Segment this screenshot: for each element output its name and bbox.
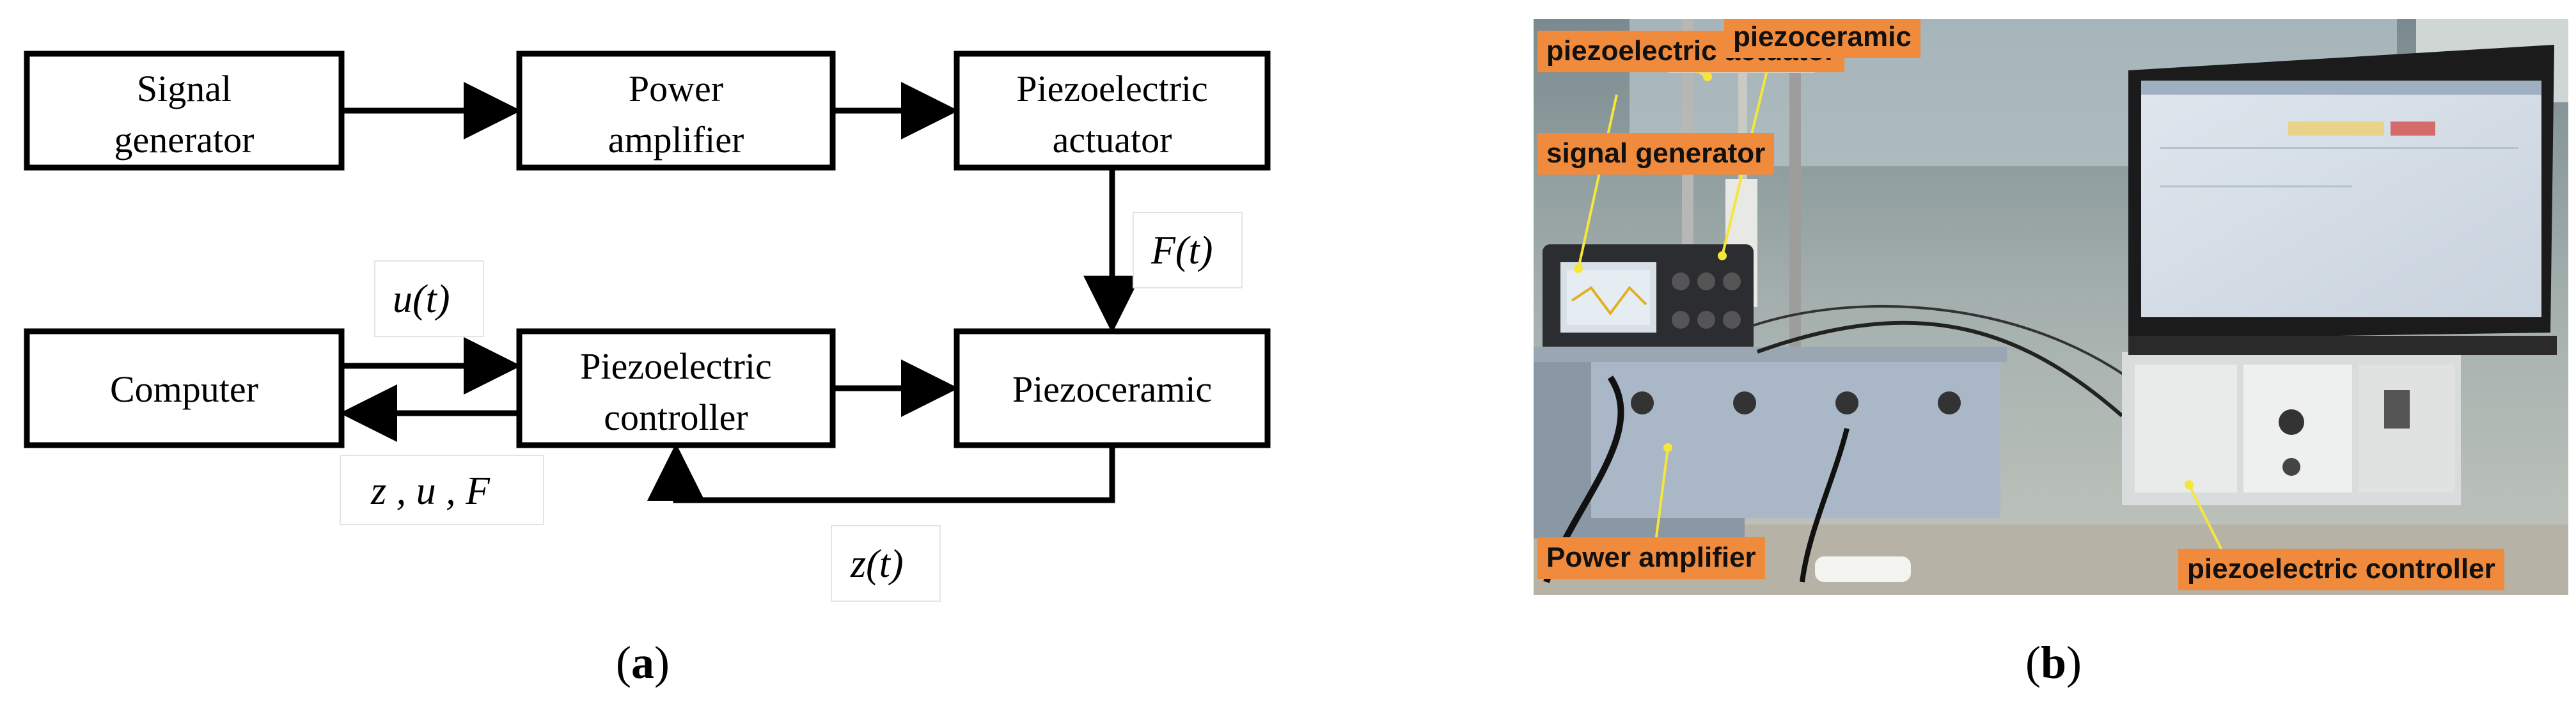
- piezoelectric-actuator-label-2: actuator: [1053, 119, 1172, 161]
- piezoceramic-label: Piezoceramic: [1012, 368, 1212, 410]
- piezoelectric-controller-label-1: Piezoelectric: [580, 345, 772, 387]
- feedback-loop-line: [647, 443, 1115, 503]
- piezoelectric-controller-label-2: controller: [604, 397, 748, 438]
- force-signal-label: F(t): [1151, 229, 1213, 272]
- power-amplifier-label-2: amplifier: [608, 119, 744, 161]
- experimental-setup-photo: piezoelectric actuator piezoceramic sign…: [1534, 19, 2568, 595]
- caption-a: (a): [616, 637, 670, 688]
- photo-label-signal-generator: signal generator: [1537, 133, 1775, 175]
- piezoelectric-controller-block: Piezoelectric controller: [516, 328, 836, 448]
- displacement-signal-label: z(t): [850, 542, 904, 586]
- piezoelectric-actuator-label-1: Piezoelectric: [1016, 68, 1208, 109]
- power-amplifier-block: Power amplifier: [516, 51, 836, 171]
- input-signal-label: u(t): [393, 278, 450, 321]
- signal-generator-label-2: generator: [114, 119, 255, 161]
- block-diagram: Signal generator Power amplifier Piezoel…: [24, 51, 1271, 602]
- photo-label-piezoelectric-controller: piezoelectric controller: [2178, 549, 2504, 590]
- photo-label-power-amplifier: Power amplifier: [1537, 537, 1765, 579]
- photo-label-piezoceramic: piezoceramic: [1724, 19, 1920, 58]
- signal-generator-label-1: Signal: [137, 68, 232, 109]
- piezoceramic-block: Piezoceramic: [954, 328, 1271, 448]
- photo-illustration: [1534, 19, 2568, 595]
- piezoelectric-actuator-block: Piezoelectric actuator: [954, 51, 1271, 171]
- feedback-signal-label: z , u , F: [370, 469, 491, 513]
- computer-label: Computer: [110, 368, 258, 410]
- computer-block: Computer: [24, 328, 345, 448]
- power-amplifier-label-1: Power: [629, 68, 723, 109]
- caption-b: (b): [2025, 637, 2082, 688]
- signal-generator-block: Signal generator: [24, 51, 345, 171]
